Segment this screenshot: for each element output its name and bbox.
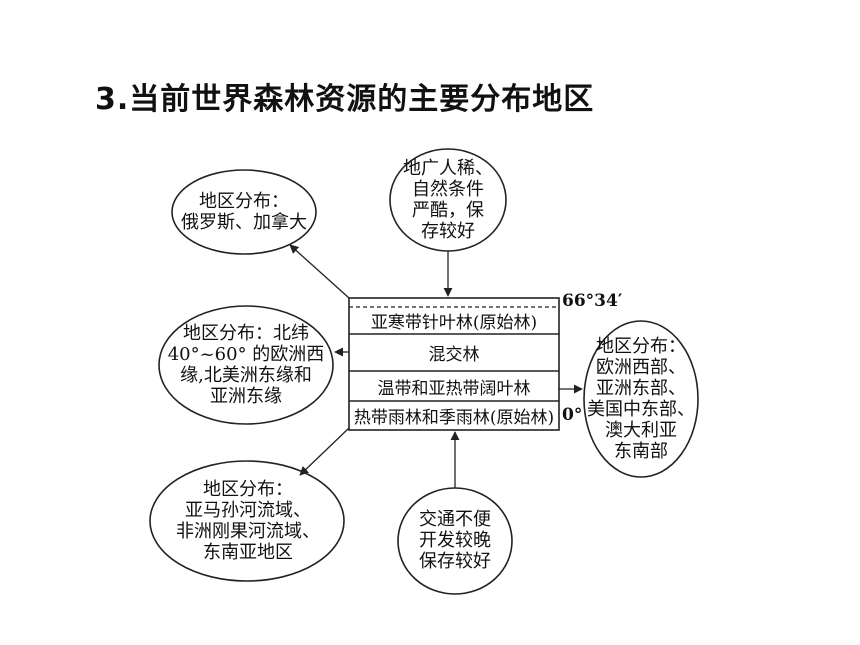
band-mixed: 混交林 <box>428 345 480 365</box>
broadleaf-regions-text: 地区分布： 欧洲西部、 亚洲东部、 美国中东部、 澳大利亚 东南部 <box>587 336 695 462</box>
ellipse-temperate-regions <box>158 305 334 425</box>
top-reason-text: 地广人稀、 自然条件 严酷，保 存较好 <box>403 158 493 242</box>
ellipse-tropical-regions <box>149 460 345 582</box>
band-table <box>348 297 560 431</box>
arrow-to-russia <box>289 244 350 299</box>
band-tropical: 热带雨林和季雨林(原始林) <box>353 408 555 428</box>
latitude-equator: 0° <box>562 405 583 425</box>
temperate-regions-text: 地区分布：北纬 40°~60° 的欧洲西 缘,北美洲东缘和 亚洲东缘 <box>167 323 325 407</box>
russia-canada-text: 地区分布： 俄罗斯、加拿大 <box>181 191 307 233</box>
bottom-reason-text: 交通不便 开发较晚 保存较好 <box>419 508 491 572</box>
band-subarctic: 亚寒带针叶林(原始林) <box>370 313 538 333</box>
ellipse-russia-canada <box>171 169 317 255</box>
band-temperate: 温带和亚热带阔叶林 <box>377 378 531 399</box>
ellipse-broadleaf-regions <box>583 320 699 478</box>
latitude-arctic-circle: 66°34′ <box>562 291 623 311</box>
tropical-regions-text: 地区分布： 亚马孙河流域、 非洲刚果河流域、 东南亚地区 <box>176 479 320 563</box>
page-title: 3.当前世界森林资源的主要分布地区 <box>95 82 595 117</box>
arrow-to-tropical <box>299 427 350 476</box>
